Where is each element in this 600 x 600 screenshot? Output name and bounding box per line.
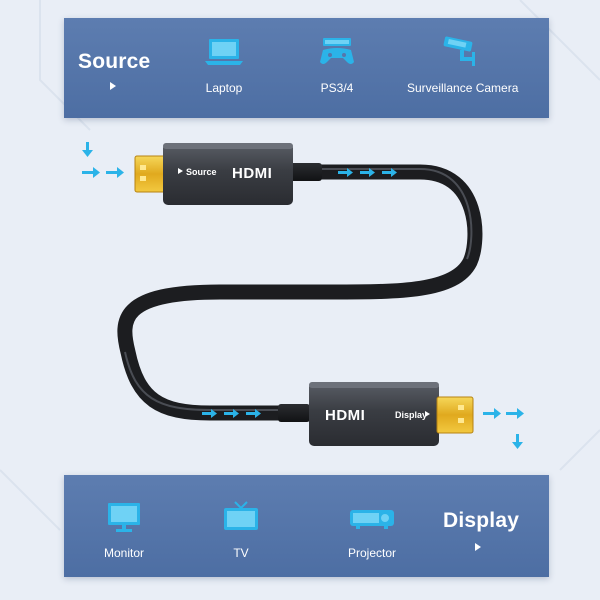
laptop-icon [205,39,243,65]
source-tag: Source [186,167,217,177]
cable [117,164,483,421]
arrow-right-icon [202,409,217,418]
surveillance-camera-icon [443,36,475,66]
display-panel: Monitor TV Projector Display [64,475,549,577]
gamepad-icon [320,38,354,64]
source-arrow-icon [110,82,116,90]
device-label: Surveillance Camera [407,81,519,95]
device-laptop: Laptop [200,36,248,95]
source-tag-arrow-icon [178,168,183,174]
arrow-down-icon [82,142,93,157]
arrow-right-icon [360,168,375,177]
arrow-right-icon [382,168,397,177]
device-label: PS3/4 [320,81,354,95]
device-ps34: PS3/4 [313,36,361,95]
device-label: Laptop [205,81,243,95]
hdmi-logo: HDMI [325,407,365,424]
arrow-right-icon [82,167,100,178]
hdmi-logo: HDMI [232,165,272,182]
display-title: Display [443,509,520,532]
projector-icon [350,510,394,529]
display-strain-relief [278,404,310,422]
display-arrow-icon [475,543,481,551]
arrow-right-icon [483,408,501,419]
source-title: Source [78,50,151,73]
device-surveillance-camera: Surveillance Camera [407,36,519,95]
arrow-right-icon [224,409,239,418]
device-label: TV [233,546,249,560]
device-label: Monitor [103,546,144,560]
source-panel: Source Laptop PS3/4 Surveillance Camera [64,18,549,118]
arrow-right-icon [506,408,524,419]
display-tag-arrow-icon [425,411,430,417]
device-projector: Projector [342,501,402,560]
device-label: Projector [347,546,397,560]
arrow-down-icon [512,434,523,449]
source-strain-relief [290,163,322,181]
flow-arrows [82,142,524,449]
device-tv: TV [217,501,265,560]
source-connector [134,143,293,205]
monitor-icon [108,503,140,532]
display-tag: Display [395,410,427,420]
arrow-right-icon [246,409,261,418]
arrow-right-icon [106,167,124,178]
arrow-right-icon [338,168,353,177]
display-connector [309,382,474,446]
tv-icon [224,501,258,530]
device-monitor: Monitor [100,501,148,560]
